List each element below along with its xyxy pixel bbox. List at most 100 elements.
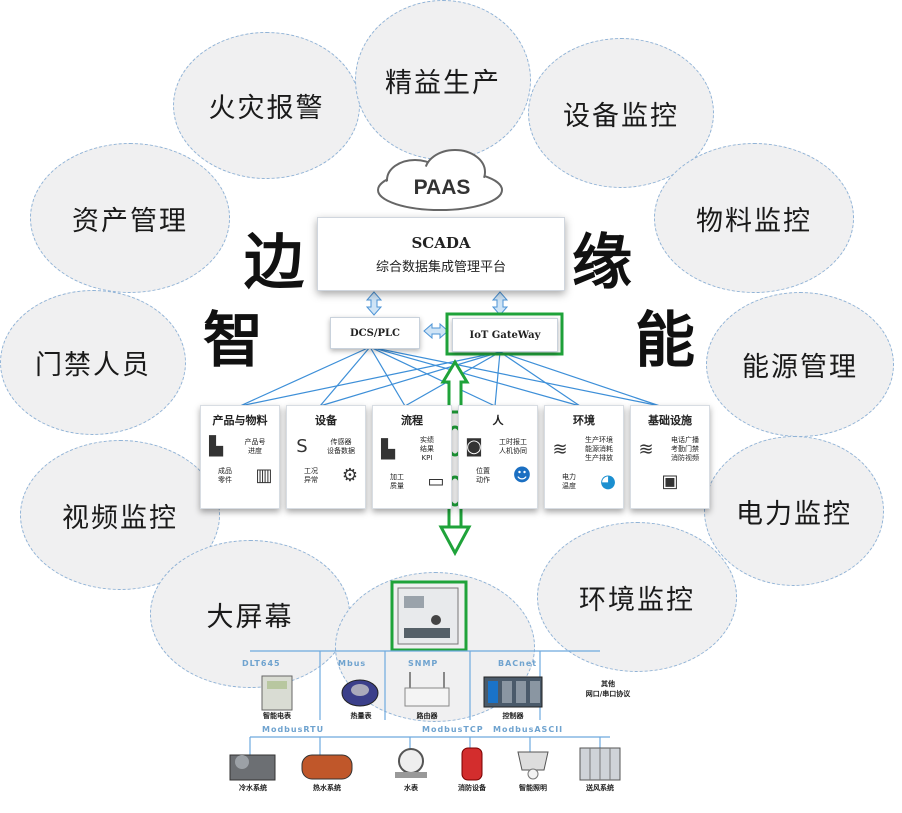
- scada-subtitle: 综合数据集成管理平台: [375, 259, 506, 275]
- big-char-neng: 能: [635, 306, 695, 376]
- scanner-icon: ▙: [209, 436, 223, 457]
- protocol-modbus-rtu: ModbusRTU: [262, 725, 325, 734]
- panel-people: 人 ◙ 工时报工 人机协同 位置 动作 ☻: [458, 405, 538, 509]
- barcode-icon: ▥: [255, 465, 273, 486]
- panel-title: 人: [492, 414, 504, 427]
- big-char-zhi: 智: [203, 306, 263, 376]
- protocol-bacnet: BACnet: [498, 659, 538, 668]
- panel-detail: 传感器 设备数据: [327, 437, 355, 455]
- device-label: 智能电表: [263, 712, 291, 720]
- panel-detail: 工时报工 人机协同: [499, 437, 527, 455]
- bubble-label: 电力监控: [736, 498, 852, 530]
- panel-infrastructure: 基础设施 ≋电话广播 考勤门禁 消防视频 ▣: [630, 405, 710, 509]
- bubble-asset-management: 资产管理: [30, 143, 230, 293]
- dcs-plc-box: DCS/PLC: [330, 317, 420, 349]
- device-heat-meter-icon: [341, 679, 379, 707]
- protocol-modbus-tcp: ModbusTCP: [422, 725, 484, 734]
- bubble-label: 物料监控: [696, 205, 812, 237]
- bubble-label: 资产管理: [72, 205, 188, 237]
- other-title: 其他: [601, 680, 615, 688]
- bubble-environment-monitoring: 环境监控: [537, 522, 737, 672]
- gateway-device: [397, 587, 459, 645]
- scada-title: SCADA: [411, 233, 471, 252]
- scada-platform-box: SCADA 综合数据集成管理平台: [317, 217, 565, 291]
- device-fire-equipment-icon: [461, 747, 483, 781]
- protocol-snmp: SNMP: [408, 659, 439, 668]
- worker-icon: ☻: [512, 465, 532, 486]
- bubble-energy-management: 能源管理: [706, 292, 894, 437]
- panel-title: 基础设施: [648, 414, 692, 427]
- gateway-device-highlight: [390, 580, 468, 652]
- panel-detail: 实绩 结果 KPI: [420, 436, 434, 462]
- panel-product-material: 产品与物料 ▙ 产品号 进度 成品 零件 ▥: [200, 405, 280, 509]
- scanner-icon: ▙: [381, 439, 395, 460]
- device-controller-icon: [483, 676, 543, 708]
- big-char-bian: 边: [244, 228, 304, 298]
- panel-detail: 产品号 进度: [244, 437, 266, 455]
- device-smart-meter-icon: [261, 675, 293, 711]
- device-label: 送风系统: [586, 784, 614, 792]
- panel-detail: 电力 温度: [562, 472, 576, 490]
- protocol-dlt645: DLT645: [242, 659, 281, 668]
- panel-title: 流程: [401, 414, 423, 427]
- device-label: 消防设备: [458, 784, 486, 792]
- bubble-label: 环境监控: [579, 584, 695, 616]
- panel-environment: 环境 ≋ 生产环境 能源消耗 生产排放 电力 温度 ◕: [544, 405, 624, 509]
- device-label: 智能照明: [519, 784, 547, 792]
- other-subtitle: 网口/串口协议: [585, 690, 631, 698]
- device-air-supply-icon: [579, 747, 621, 781]
- protocol-modbus-ascii: ModbusASCII: [493, 725, 564, 734]
- gateway-highlight: [445, 312, 564, 356]
- panel-detail: 工况 异常: [304, 466, 318, 484]
- bubble-access-personnel: 门禁人员: [0, 290, 186, 435]
- wifi-icon: ≋: [638, 439, 654, 460]
- panel-detail: 生产环境 能源消耗 生产排放: [585, 436, 613, 462]
- gauge-icon: ◕: [600, 471, 616, 492]
- bubble-material-monitoring: 物料监控: [654, 143, 854, 293]
- panel-process: 流程 ▙ 实绩 结果 KPI 加工 质量 ▭: [372, 405, 452, 509]
- protocol-mbus: Mbus: [338, 659, 367, 668]
- bubble-label: 门禁人员: [35, 350, 151, 381]
- camera-icon: ◙: [465, 436, 483, 457]
- bubble-power-monitoring: 电力监控: [704, 436, 884, 586]
- bubble-label: 大屏幕: [206, 601, 294, 633]
- device-label: 路由器: [416, 712, 438, 720]
- panel-detail: 电话广播 考勤门禁 消防视频: [671, 436, 699, 462]
- device-router-icon: [404, 672, 450, 707]
- bubble-label: 火灾报警: [208, 93, 325, 124]
- device-label: 水表: [404, 784, 418, 792]
- device-label: 控制器: [502, 712, 524, 720]
- paas-label: PAAS: [413, 176, 471, 199]
- tablet-icon: ▭: [427, 471, 445, 492]
- bubble-big-screen: 大屏幕: [150, 540, 350, 688]
- big-char-yuan: 缘: [572, 228, 632, 298]
- panel-detail: 加工 质量: [390, 472, 404, 490]
- bubble-label: 设备监控: [563, 100, 679, 132]
- panel-detail: 成品 零件: [218, 466, 232, 484]
- panel-title: 产品与物料: [212, 414, 268, 427]
- bubble-label: 能源管理: [742, 352, 858, 383]
- other-protocols-label: 其他 网口/串口协议: [558, 679, 658, 699]
- panel-title: 设备: [315, 414, 337, 427]
- bubble-label: 精益生产: [385, 67, 501, 99]
- device-label: 热量表: [350, 712, 372, 720]
- panel-title: 环境: [573, 414, 595, 427]
- link-arrows: [365, 291, 509, 340]
- panel-equipment: 设备 S 传感器 设备数据 工况 异常 ⚙: [286, 405, 366, 509]
- bubble-fire-alarm: 火灾报警: [173, 32, 360, 179]
- bubble-equipment-monitoring: 设备监控: [528, 38, 714, 188]
- paas-cloud: [377, 149, 503, 211]
- sensor-icon: S: [296, 436, 308, 457]
- device-hot-water-icon: [301, 754, 353, 780]
- device-label: 冷水系统: [239, 784, 267, 792]
- bubble-label: 视频监控: [62, 502, 178, 534]
- device-water-meter-icon: [395, 748, 427, 778]
- device-cold-water-icon: [229, 754, 276, 781]
- fan-lines: [239, 346, 661, 407]
- iot-gateway-box: IoT GateWay: [452, 318, 558, 352]
- robot-arm-icon: ⚙: [341, 465, 359, 486]
- wifi-icon: ≋: [552, 439, 568, 460]
- bus-lines: [249, 650, 610, 755]
- panel-detail: 位置 动作: [476, 466, 490, 484]
